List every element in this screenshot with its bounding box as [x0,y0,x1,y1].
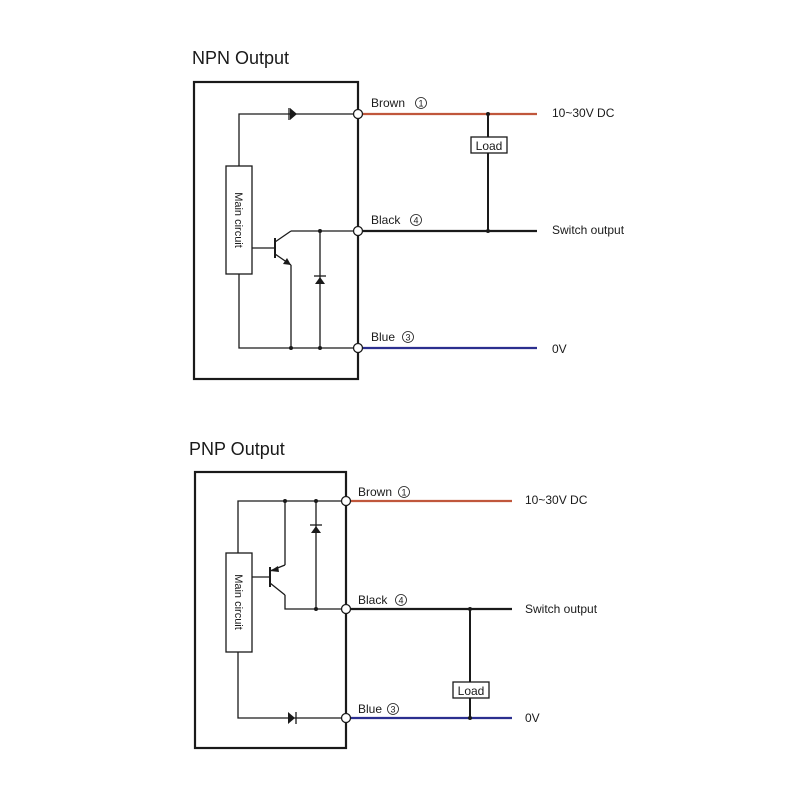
pnp-junction-dot [468,716,472,720]
npn-load-label: Load [476,139,503,153]
pnp-junction-dot [314,607,318,611]
npn-junction-dot [318,229,322,233]
pnp-switch-output-label: Switch output [525,602,598,616]
pnp-junction-dot [468,607,472,611]
pnp-junction-dot [283,499,287,503]
npn-blue-number: 3 [405,333,410,343]
pnp-diagram: PNP Output Main circuit [189,439,598,750]
npn-brown-label: Brown [371,96,405,110]
npn-top-rail [238,113,358,166]
pnp-black-terminal [340,603,352,615]
pnp-title: PNP Output [189,439,285,459]
pnp-wire-labels: Brown 1 Black 4 Blue 3 [358,485,410,716]
pnp-blue-number-badge [387,703,399,715]
npn-black-terminal [352,225,364,237]
pnp-top-rail [237,500,346,553]
pnp-blue-number: 3 [390,705,395,715]
npn-switch-output-label: Switch output [552,223,625,237]
npn-junction-dot [318,346,322,350]
npn-ground-label: 0V [552,342,567,356]
npn-black-label: Black [371,213,401,227]
pnp-junction-dot [314,499,318,503]
pnp-main-circuit-label: Main circuit [232,574,244,630]
npn-black-number-badge [410,214,422,226]
npn-transistor-symbol [274,230,292,266]
npn-brown-number: 1 [418,99,423,109]
npn-blue-label: Blue [371,330,395,344]
npn-title: NPN Output [192,48,289,68]
pnp-collector-rail [284,595,346,610]
npn-main-circuit-label: Main circuit [232,192,244,248]
npn-junction-dot [289,346,293,350]
pnp-brown-terminal [340,495,352,507]
npn-junction-dot [486,112,490,116]
npn-brown-number-badge [415,97,427,109]
pnp-blue-terminal [340,712,352,724]
pnp-black-label: Black [358,593,388,607]
pnp-ground-label: 0V [525,711,540,725]
pnp-sensor-housing [193,470,348,750]
pnp-output-diode-symbol [310,524,322,533]
pnp-output-labels: 10~30V DC Switch output 0V [525,493,598,725]
pnp-supply-label: 10~30V DC [525,493,588,507]
pnp-main-circuit-box [225,552,253,653]
npn-brown-terminal [352,108,364,120]
npn-blue-terminal [352,342,364,354]
pnp-transistor-symbol [269,564,286,596]
npn-junction-dot [486,229,490,233]
pnp-load-label: Load [458,684,485,698]
npn-blue-number-badge [402,331,414,343]
pnp-black-number-badge [395,594,407,606]
npn-black-number: 4 [413,216,418,226]
pnp-brown-label: Brown [358,485,392,499]
npn-wire-labels: Brown 1 Black 4 Blue 3 [371,96,427,344]
pnp-brown-number-badge [398,486,410,498]
npn-bottom-rail [238,274,358,349]
npn-protection-diode-symbol [288,108,297,120]
pnp-black-number: 4 [398,596,403,606]
pnp-bottom-rail [237,652,346,719]
npn-supply-label: 10~30V DC [552,106,615,120]
npn-output-diode-symbol [314,275,326,284]
pnp-blue-label: Blue [358,702,382,716]
npn-load-box [470,136,508,154]
pnp-load-box [452,681,490,699]
pnp-protection-diode-symbol [288,712,297,724]
pnp-brown-number: 1 [401,488,406,498]
npn-output-labels: 10~30V DC Switch output 0V [552,106,625,356]
npn-diagram: NPN Output Main circuit [192,48,625,381]
